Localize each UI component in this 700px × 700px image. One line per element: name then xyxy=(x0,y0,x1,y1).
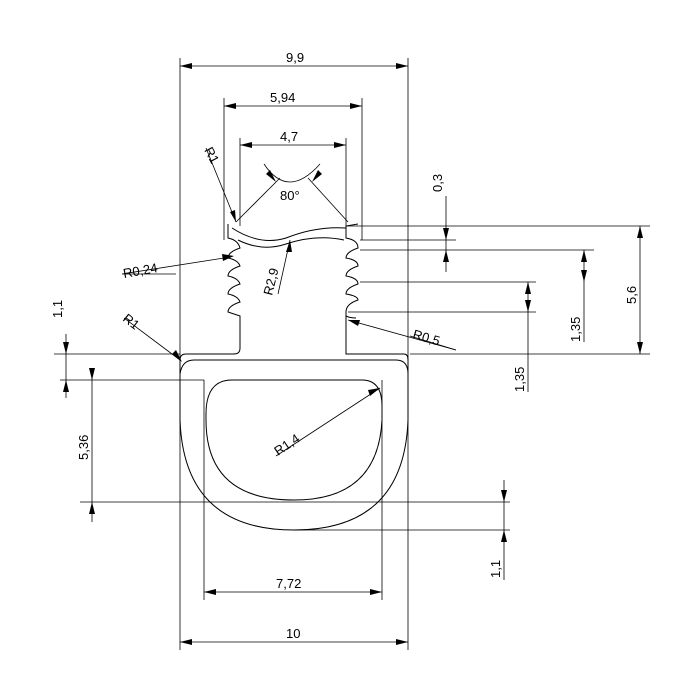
radius-step: R0,5 xyxy=(411,326,442,348)
dim-bulb-inner-width: 7,72 xyxy=(276,576,301,591)
radius-groove: R0,24 xyxy=(122,260,159,281)
extension-lines xyxy=(54,58,650,650)
dim-groove-pitch-lower: 1,35 xyxy=(512,367,527,392)
dim-bulb-height: 5,36 xyxy=(76,435,91,460)
dim-mid-width: 5,94 xyxy=(270,90,295,105)
lip-top-arc xyxy=(231,227,347,241)
dim-overall-top-width: 9,9 xyxy=(286,50,304,65)
left-neck-outline xyxy=(179,224,241,420)
radius-bulb: R1,4 xyxy=(271,431,302,459)
dimension-lines xyxy=(63,63,643,645)
dim-overall-height: 5,6 xyxy=(624,286,639,304)
bulb-inner xyxy=(205,379,383,501)
profile-outline xyxy=(179,223,409,531)
bulb-top-band xyxy=(179,359,409,375)
right-neck-outline xyxy=(345,223,359,319)
radius-top-corner: R1 xyxy=(201,144,222,166)
radius-lip-arc: R2,9 xyxy=(260,266,281,296)
dim-overall-bottom-width: 10 xyxy=(286,626,300,641)
dim-lip-angle: 80° xyxy=(280,188,300,203)
dim-groove-pitch: 1,35 xyxy=(568,317,583,342)
dimension-labels: 9,9 5,94 4,7 7,72 10 80° 0,3 1,35 1,35 5… xyxy=(50,50,639,641)
dim-flange-thickness: 1,1 xyxy=(50,300,65,318)
dim-lip-thickness: 0,3 xyxy=(430,174,445,192)
lip-top-arc-lower xyxy=(237,237,345,248)
dim-bulb-wall: 1,1 xyxy=(488,560,503,578)
dim-inner-top-width: 4,7 xyxy=(280,129,298,144)
